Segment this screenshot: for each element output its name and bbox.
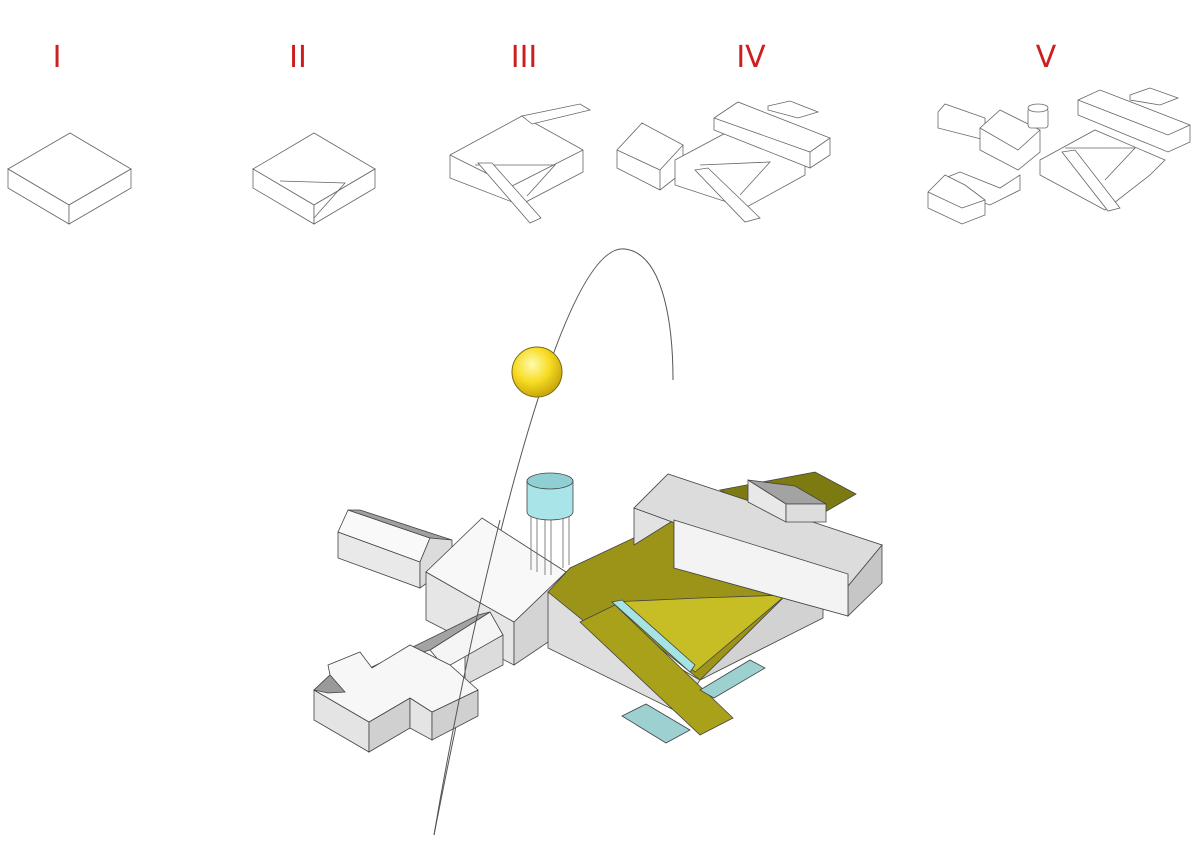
stage-3-diagram xyxy=(449,103,592,224)
stage-label-3: III xyxy=(510,40,538,75)
water-tower-icon xyxy=(526,472,574,575)
right-bar-building xyxy=(633,471,883,617)
sun-icon xyxy=(511,346,563,398)
water-pools xyxy=(621,659,766,744)
stage-label-4: IV xyxy=(736,40,766,75)
stage-label-2: II xyxy=(289,40,307,75)
stage-2-diagram xyxy=(252,132,376,225)
main-model xyxy=(313,471,883,753)
stage-1-diagram xyxy=(7,132,132,225)
stage-label-1: I xyxy=(52,40,62,75)
sun-path-front xyxy=(433,519,501,836)
stage-5-diagram xyxy=(927,87,1191,225)
front-left-house xyxy=(313,611,504,753)
stage-label-5: V xyxy=(1035,40,1057,75)
stage-4-diagram xyxy=(616,100,831,223)
